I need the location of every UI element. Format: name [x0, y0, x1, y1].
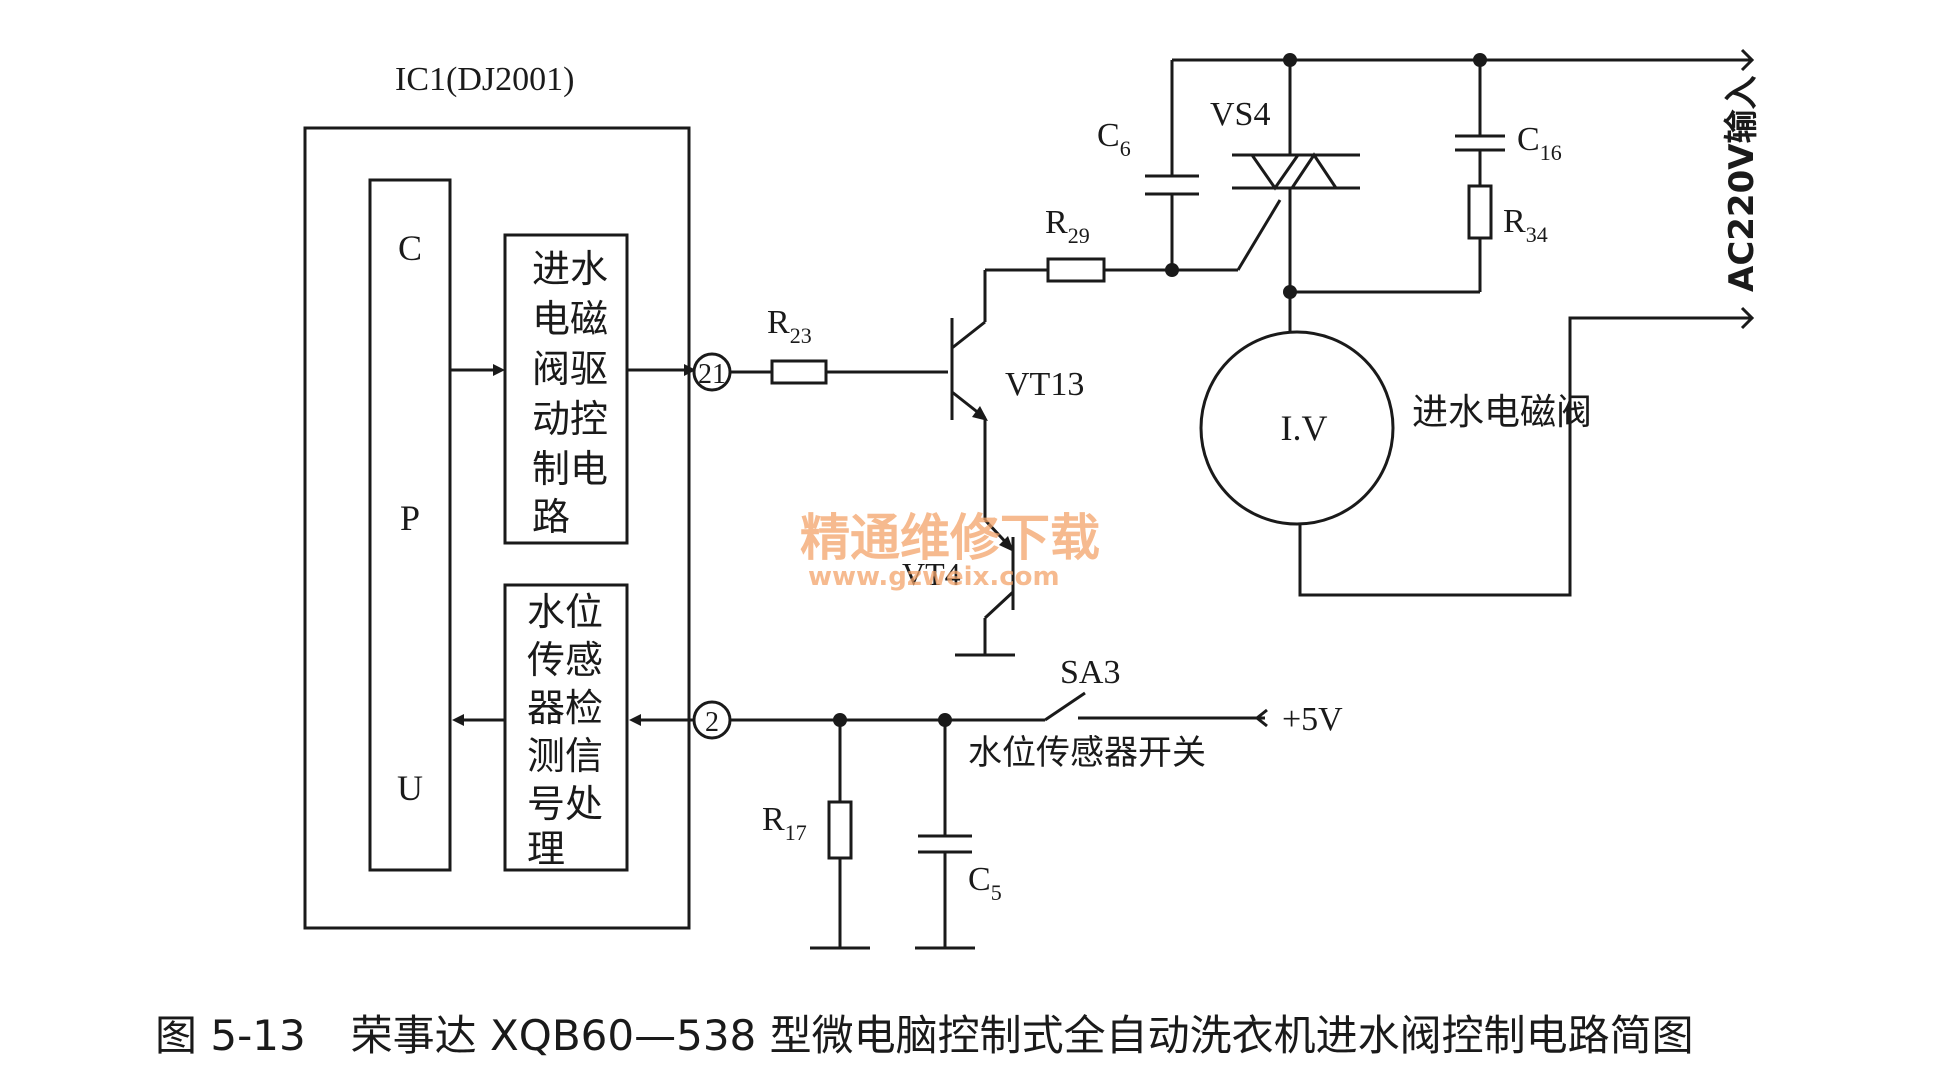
driver-line-2: 电磁: [532, 299, 608, 341]
cpu-letter-p: P: [400, 498, 420, 538]
sensor-to-cpu-arrow: [452, 714, 505, 726]
triac-vs4: [1232, 60, 1360, 292]
sensor-block: [503, 583, 629, 872]
c16-label: C16: [1517, 121, 1562, 165]
vs4-label: VS4: [1210, 96, 1270, 133]
cpu-to-driver-arrow: [450, 364, 505, 376]
c5-label: C5: [968, 861, 1002, 905]
cpu-letter-u: U: [397, 768, 423, 808]
sensor-line-6: 理: [527, 829, 565, 871]
driver-block: [503, 233, 629, 545]
vcc-label: +5V: [1282, 701, 1343, 738]
vt13-label: VT13: [1005, 366, 1084, 403]
sensor-line-1: 水位: [527, 592, 603, 634]
sensor-block-text: 水位 传感 器检 测信 号处 理: [527, 592, 603, 871]
wire-valve-return: [1298, 316, 1750, 597]
resistor-r34: [1467, 184, 1493, 240]
inlet-valve-symbol: I.V: [1281, 408, 1328, 448]
transistor-vt13: [950, 270, 988, 520]
driver-line-5: 制电: [532, 449, 608, 491]
inlet-valve-label: 进水电磁阀: [1412, 392, 1592, 433]
ac-terminal-top: [1740, 48, 1755, 72]
r29-label: R29: [1045, 204, 1090, 248]
ic-outline: [303, 126, 691, 930]
driver-line-1: 进水: [532, 249, 608, 291]
sensor-switch-label: 水位传感器开关: [968, 733, 1206, 773]
resistor-r17: [827, 800, 853, 860]
sensor-line-5: 号处: [527, 784, 603, 826]
vcc-terminal: [1254, 708, 1268, 728]
inlet-valve-coil: [1199, 330, 1395, 526]
pin-21-label: 21: [698, 359, 726, 390]
junction-gate: [1165, 263, 1179, 277]
vt4-label: VT4: [902, 556, 961, 592]
watermark: 精通维修下载 www.gzweix.com: [800, 509, 1100, 592]
resistor-r23: [770, 359, 828, 385]
cpu-letter-c: C: [398, 228, 422, 268]
driver-to-pin21-arrow: [627, 364, 696, 376]
ic-title: IC1(DJ2001): [395, 61, 574, 98]
ac-terminal-bottom: [1740, 306, 1755, 330]
driver-block-text: 进水 电磁 阀驱 动控 制电 路: [532, 249, 608, 539]
r34-label: R34: [1503, 203, 1548, 247]
sensor-line-2: 传感: [527, 640, 603, 682]
r17-label: R17: [762, 801, 807, 845]
resistor-r29: [1046, 257, 1106, 283]
c6-label: C6: [1097, 117, 1131, 161]
pin-2-label: 2: [705, 707, 719, 738]
r23-label: R23: [767, 304, 812, 348]
ac-input-label: AC220V输入: [1722, 75, 1762, 292]
driver-line-4: 动控: [532, 399, 608, 441]
transistor-vt4: [955, 518, 1015, 657]
driver-line-3: 阀驱: [532, 349, 608, 391]
switch-sa3-blade: [1044, 691, 1086, 722]
cpu-block: [368, 178, 452, 872]
watermark-line-1: 精通维修下载: [800, 509, 1100, 567]
driver-line-6: 路: [532, 497, 570, 539]
sensor-line-3: 器检: [527, 688, 603, 730]
sensor-line-4: 测信: [527, 736, 603, 778]
pin2-to-sensor-arrow: [629, 714, 693, 726]
watermark-line-2: www.gzweix.com: [808, 562, 1060, 592]
sa3-label: SA3: [1060, 654, 1120, 691]
